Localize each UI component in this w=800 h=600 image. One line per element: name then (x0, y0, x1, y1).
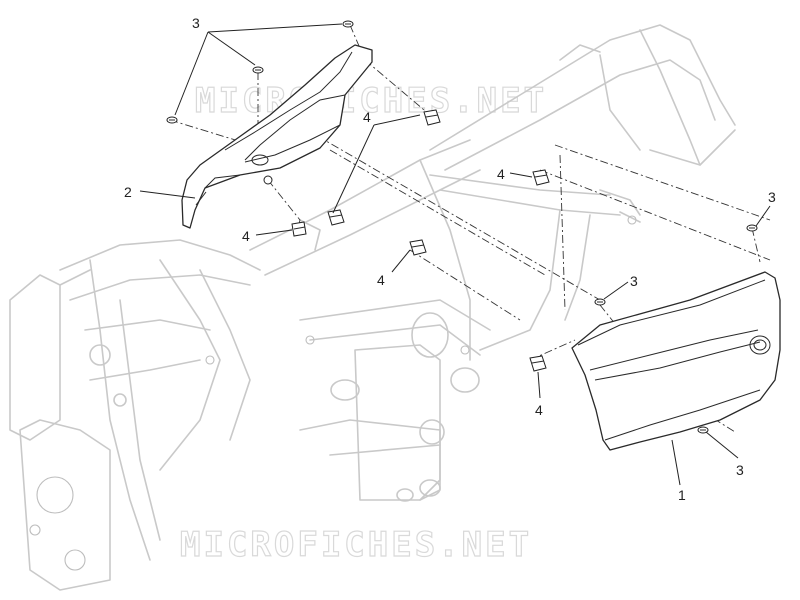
screw-right-mid (594, 298, 606, 306)
callout-3-right-top: 3 (768, 189, 776, 205)
clip-bottom (529, 355, 547, 372)
callout-1: 1 (678, 487, 686, 503)
screws (166, 20, 758, 434)
clips (291, 109, 550, 372)
watermark-bottom: MICROFICHES.NET (180, 525, 532, 565)
clip-upper (423, 109, 441, 126)
screw-right-top (746, 224, 758, 232)
side-cover-left (181, 44, 373, 229)
callout-2: 2 (124, 184, 132, 200)
clip-right (532, 169, 550, 186)
screw-left (166, 116, 178, 124)
callout-3-right-mid: 3 (630, 273, 638, 289)
watermark-top: MICROFICHES.NET (195, 81, 547, 121)
callout-4-bottom: 4 (535, 402, 543, 418)
side-cover-right (571, 271, 781, 451)
callout-4-center: 4 (377, 272, 385, 288)
motorcycle-frame (9, 24, 736, 591)
screw-top-left (252, 66, 264, 74)
screw-top-right (342, 20, 354, 28)
callout-labels: 3 2 4 4 4 4 4 3 3 3 1 (124, 15, 776, 503)
callout-4-upper: 4 (363, 109, 371, 125)
callout-3-right-bottom: 3 (736, 462, 744, 478)
leader-lines (139, 23, 771, 486)
clip-middle (327, 209, 345, 226)
callout-4-right: 4 (497, 166, 505, 182)
callout-3-top: 3 (192, 15, 200, 31)
clip-left (291, 221, 307, 237)
callout-4-left: 4 (242, 228, 250, 244)
clip-center (409, 239, 427, 256)
assembly-lines (169, 24, 771, 433)
screw-right-bottom (697, 426, 709, 434)
